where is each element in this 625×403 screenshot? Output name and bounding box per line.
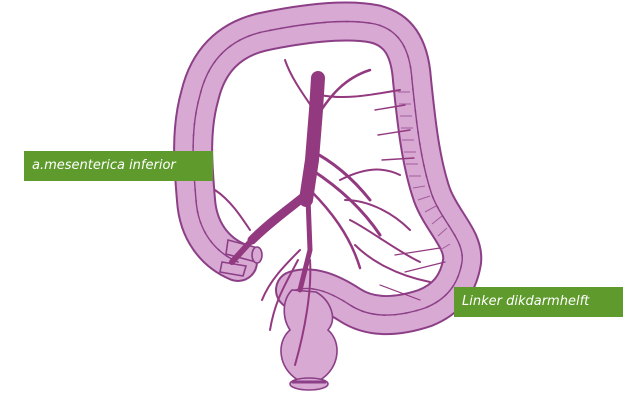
- label-linker-dikdarmhelft-text: Linker dikdarmhelft: [462, 294, 589, 309]
- label-a-mesenterica-inferior: a.mesenterica inferior: [24, 151, 213, 181]
- label-linker-dikdarmhelft: Linker dikdarmhelft: [454, 287, 623, 317]
- label-a-mesenterica-inferior-text: a.mesenterica inferior: [32, 158, 176, 173]
